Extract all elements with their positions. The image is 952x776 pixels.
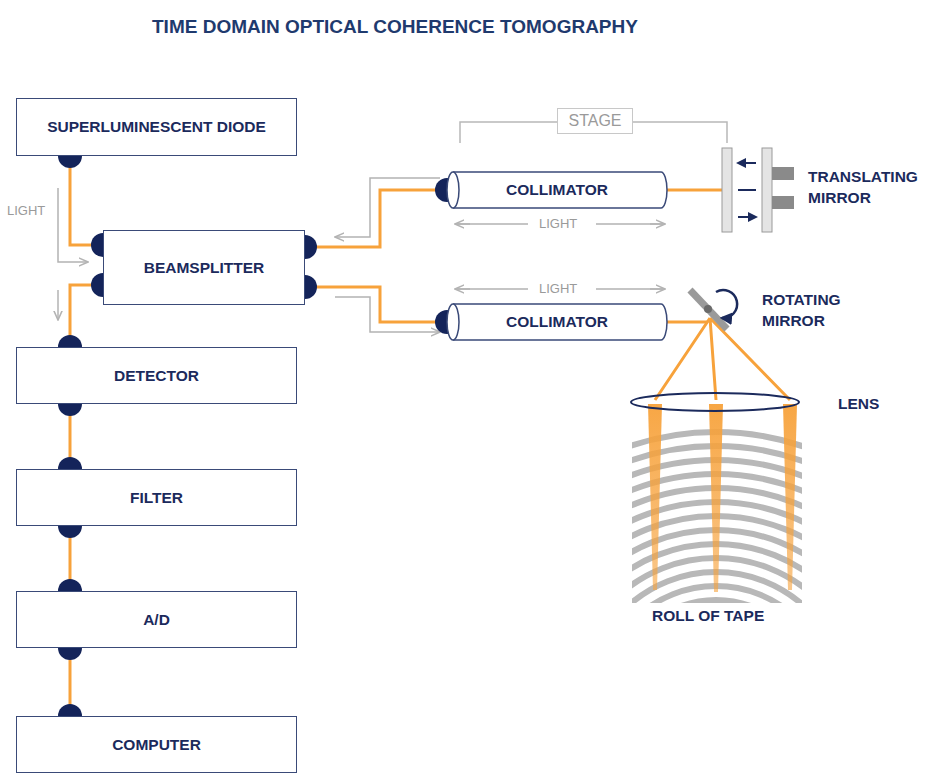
part-label: LENS [838,393,879,414]
light-label: STAGE [557,108,633,134]
fiber-connector [305,287,447,322]
collimator-cylinder: COLLIMATOR [447,171,667,209]
light-arrow [335,297,440,332]
process-box: BEAMSPLITTER [103,230,305,305]
light-arrow [455,223,470,225]
node-label: COLLIMATOR [506,181,608,199]
light-arrow [455,288,470,290]
light-label: LIGHT [536,281,580,296]
node-label: FILTER [130,489,183,507]
collimator-cylinder: COLLIMATOR [447,303,667,341]
translating-mirror [722,148,794,232]
light-arrow [650,223,665,225]
focused-beam [648,404,797,592]
rotating-mirror [690,290,737,329]
process-box: DETECTOR [16,347,297,404]
node-label: COMPUTER [112,736,201,754]
lens [631,393,799,411]
process-box: SUPERLUMINESCENT DIODE [16,98,297,156]
part-label: TRANSLATING MIRROR [808,166,948,208]
light-arrow [57,290,59,320]
process-box: A/D [16,591,297,648]
node-label: SUPERLUMINESCENT DIODE [47,118,266,136]
light-arrow [650,288,665,290]
diagram-title: TIME DOMAIN OPTICAL COHERENCE TOMOGRAPHY [152,16,638,38]
node-label: DETECTOR [114,367,199,385]
process-box: COMPUTER [16,716,297,773]
part-label: ROLL OF TAPE [652,605,764,626]
process-box: FILTER [16,469,297,526]
node-label: A/D [143,611,170,629]
part-label: ROTATING MIRROR [762,289,874,331]
fiber-connector [70,156,103,245]
light-path [655,318,790,400]
fiber-connector [305,190,447,247]
light-arrow [58,188,88,262]
light-label: LIGHT [4,203,48,218]
node-label: COLLIMATOR [506,313,608,331]
light-path [667,321,708,324]
light-path [667,189,722,192]
node-label: BEAMSPLITTER [144,259,265,277]
light-label: LIGHT [536,216,580,231]
light-arrow [335,178,440,237]
